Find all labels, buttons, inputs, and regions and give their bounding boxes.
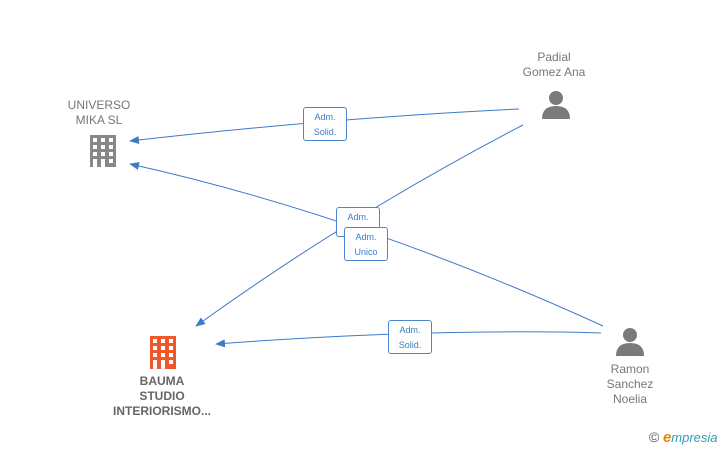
edge-role: Adm. — [355, 232, 377, 242]
person-icon[interactable] — [542, 91, 570, 119]
edge-role: Solid. — [398, 340, 422, 350]
label-line: Sanchez — [606, 377, 654, 391]
edge-role: Adm. — [399, 325, 421, 335]
node-label-padial[interactable]: Padial Gomez Ana — [510, 50, 598, 80]
label-line: STUDIO — [139, 389, 185, 403]
label-line: INTERIORISMO... — [112, 404, 211, 418]
edge-label-ramon-bauma[interactable]: Adm. Solid. — [388, 320, 432, 354]
brand-name: mpresia — [671, 430, 718, 445]
copyright-icon: © — [649, 429, 660, 445]
node-label-ramon[interactable]: Ramon Sanchez Noelia — [590, 362, 670, 407]
label-line: Noelia — [612, 392, 648, 406]
brand-e: e — [662, 429, 672, 446]
label-line: Padial — [537, 50, 571, 64]
edge-label-ramon-universo[interactable]: Adm. Unico — [344, 227, 388, 261]
node-label-bauma[interactable]: BAUMA STUDIO INTERIORISMO... — [103, 374, 221, 419]
edge-role: Solid. — [313, 127, 337, 137]
edge-label-padial-universo[interactable]: Adm. Solid. — [303, 107, 347, 141]
node-label-universo[interactable]: UNIVERSO MIKA SL — [58, 98, 140, 128]
label-line: BAUMA — [139, 374, 185, 388]
person-icon[interactable] — [616, 328, 644, 356]
label-line: UNIVERSO — [67, 98, 131, 112]
edge-role: Adm. — [347, 212, 369, 222]
building-icon[interactable] — [90, 135, 116, 167]
label-line: MIKA SL — [75, 113, 123, 127]
edge-role: Unico — [354, 247, 378, 257]
empresia-logo[interactable]: © empresia — [649, 429, 718, 446]
edge-role: Adm. — [314, 112, 336, 122]
building-icon[interactable] — [150, 336, 176, 369]
label-line: Gomez Ana — [522, 65, 586, 79]
label-line: Ramon — [610, 362, 650, 376]
